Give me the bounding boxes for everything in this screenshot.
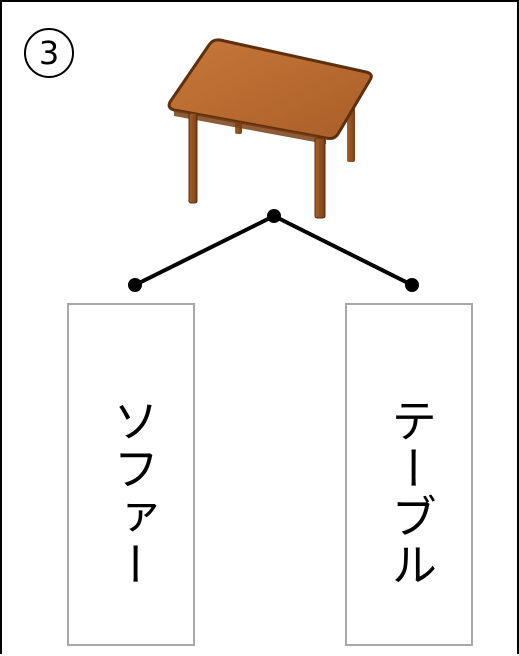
question-number: 3: [38, 34, 60, 72]
connector-dot-right: [405, 278, 419, 292]
answer-box-right[interactable]: テーブル: [345, 303, 473, 646]
answer-word-left: ソファー: [106, 397, 160, 589]
connector-line-left: [133, 214, 276, 287]
connector-dot-left: [128, 278, 142, 292]
table-icon: [167, 38, 373, 219]
answer-word-right: テーブル: [384, 397, 438, 589]
question-number-badge: 3: [24, 28, 74, 78]
answer-box-left[interactable]: ソファー: [67, 303, 195, 646]
connector-line-right: [272, 214, 414, 287]
